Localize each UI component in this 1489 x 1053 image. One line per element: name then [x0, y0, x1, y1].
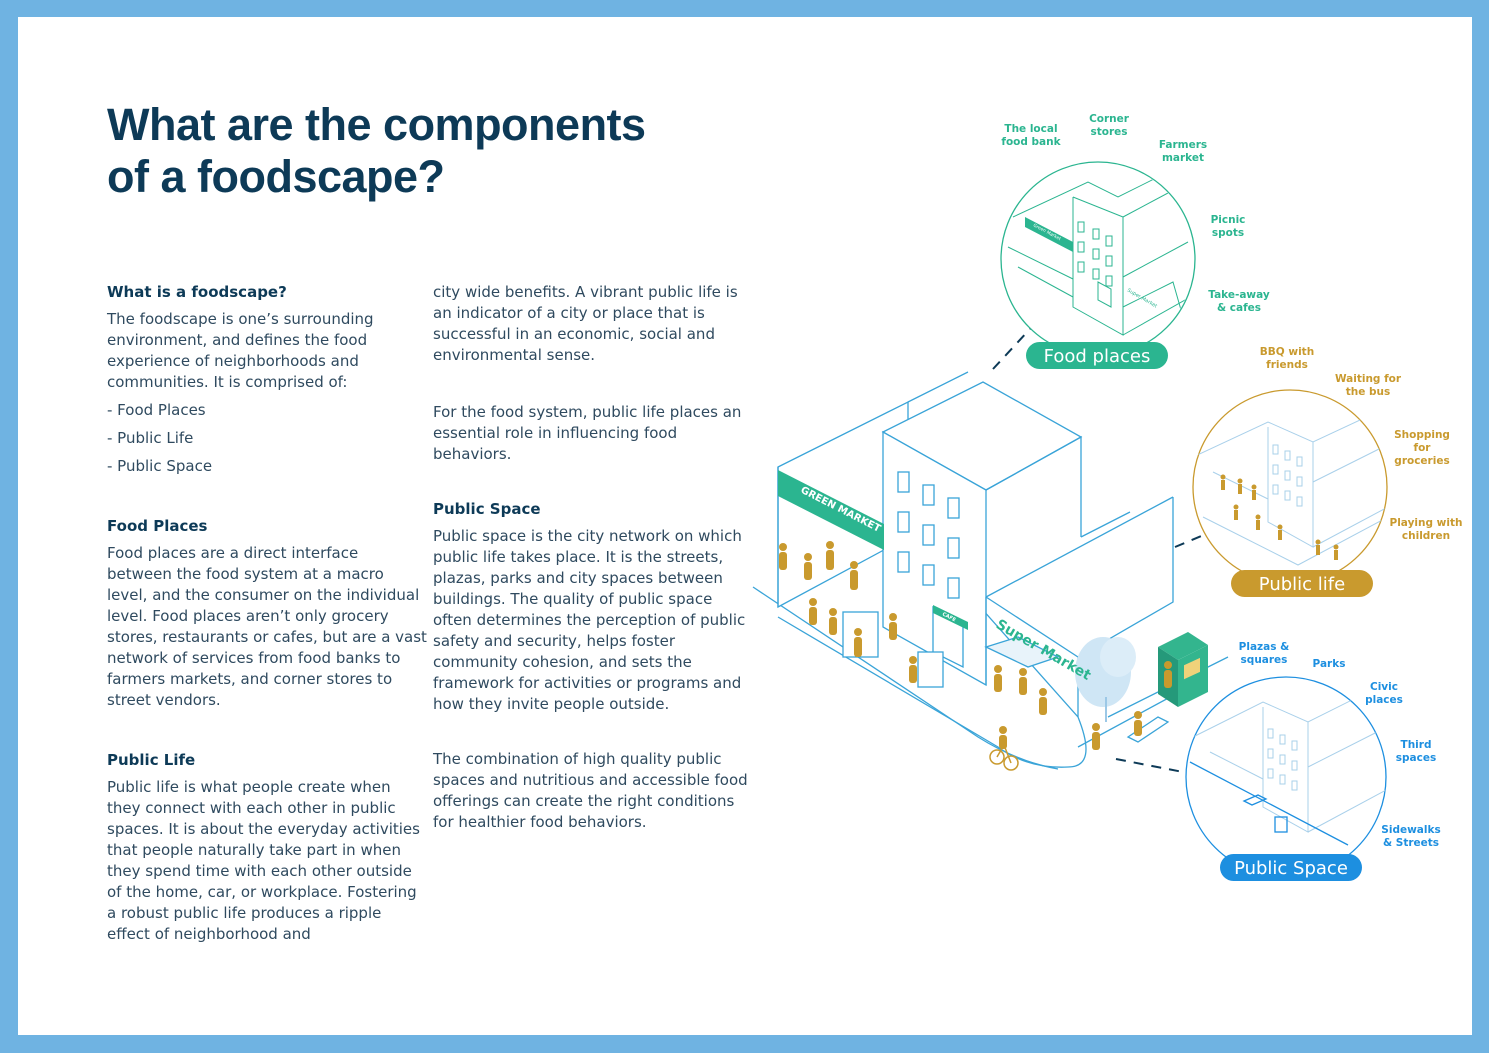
page-title: What are the components of a foodscape? [107, 99, 727, 203]
bicycle-icon [989, 743, 1019, 771]
public-life-body-2: For the food system, public life places … [433, 403, 742, 463]
public-life-pill [1231, 570, 1373, 597]
text-column-left: What is a foodscape? The foodscape is on… [107, 282, 427, 945]
public-space-body-2: The combination of high quality public s… [433, 750, 748, 831]
food-places-pill [1026, 342, 1168, 369]
people-figures [779, 541, 1172, 750]
public-space-body: Public space is the city network on whic… [433, 527, 746, 713]
green-kiosk-icon [1158, 632, 1208, 707]
food-places-heading: Food Places [107, 517, 208, 535]
food-places-callout: Green Market Super Market Food places Th… [1000, 113, 1270, 369]
page: What are the components of a foodscape? … [18, 17, 1472, 1035]
street-scene [752, 371, 1229, 770]
public-life-body: Public life is what people create when t… [107, 778, 420, 943]
title-line-1: What are the components [107, 99, 646, 150]
public-space-pill [1220, 854, 1362, 881]
space-label: Plazas &squares [1239, 641, 1290, 666]
public-life-body-cont: city wide benefits. A vibrant public lif… [433, 283, 738, 364]
public-space-pill-label: Public Space [1234, 858, 1348, 879]
food-places-body: Food places are a direct interface betwe… [107, 544, 427, 709]
space-label: Sidewalks& Streets [1381, 824, 1440, 849]
text-column-right: city wide benefits. A vibrant public lif… [433, 282, 753, 833]
what-heading: What is a foodscape? [107, 283, 287, 301]
list-item: - Public Life [107, 429, 194, 447]
foodscape-diagram: GREEN MARKET CAFE Super Market [752, 113, 1463, 881]
what-body: The foodscape is one’s surrounding envir… [107, 310, 374, 391]
tree-icon [1075, 637, 1136, 722]
public-space-heading: Public Space [433, 500, 541, 518]
component-list: - Food Places - Public Life - Public Spa… [107, 400, 427, 477]
list-item: - Food Places [107, 401, 206, 419]
food-label: Take-away& cafes [1208, 289, 1270, 314]
public-space-callout: Public Space Plazas &squares Parks Civic… [1185, 641, 1441, 881]
list-item: - Public Space [107, 457, 213, 475]
space-label: Parks [1313, 658, 1346, 670]
public-life-heading: Public Life [107, 751, 196, 769]
title-line-2: of a foodscape? [107, 151, 445, 202]
food-places-pill-label: Food places [1044, 346, 1151, 367]
public-life-pill-label: Public life [1259, 574, 1345, 595]
